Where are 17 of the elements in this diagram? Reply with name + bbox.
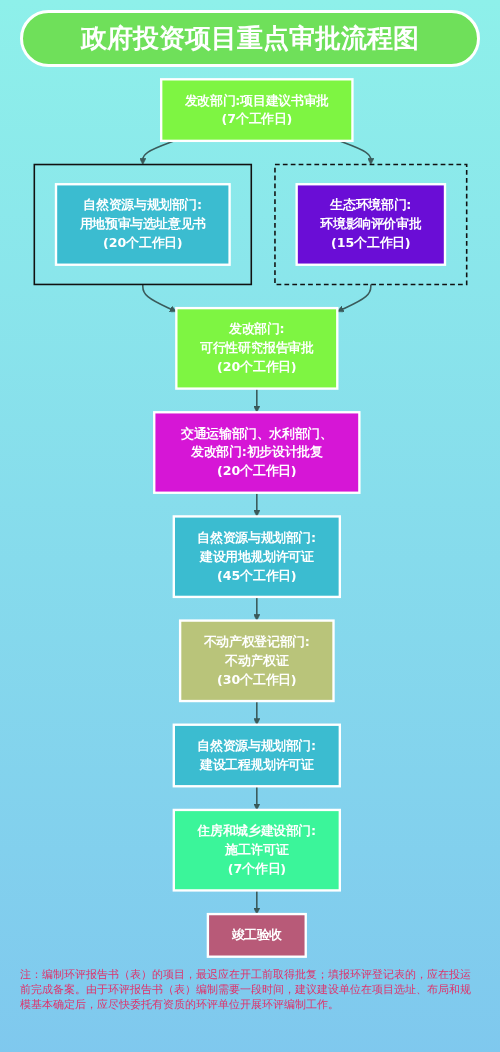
node-box: 住房和城乡建设部门: 施工许可证 (7个作日) [172, 808, 341, 892]
arrow [336, 283, 372, 313]
node-box: 不动产权登记部门: 不动产权证 (30个工作日) [178, 619, 335, 703]
title-banner: 政府投资项目重点审批流程图 [20, 10, 480, 67]
node-box: 生态环境部门: 环境影响评价审批 (15个工作日) [294, 183, 446, 266]
cluster [273, 163, 467, 286]
node-box: 发改部门:项目建议书审批 (7个工作日) [159, 78, 354, 143]
arrow [252, 596, 260, 621]
node-box: 发改部门: 可行性研究报告审批 (20个工作日) [174, 306, 338, 390]
node-box: 自然资源与规划部门: 用地预审与选址意见书 (20个工作日) [54, 183, 231, 266]
cluster [33, 163, 252, 286]
node-box: 自然资源与规划部门: 建设工程规划许可证 [172, 723, 341, 788]
node-box: 竣工验收 [206, 912, 307, 958]
arrow [141, 283, 177, 313]
node-box: 自然资源与规划部门: 建设用地规划许可证 (45个工作日) [172, 515, 341, 599]
node-box: 交通运输部门、水利部门、发改部门:初步设计批复 (20个工作日) [152, 411, 361, 494]
note-text: 注：编制环评报告书（表）的项目，最迟应在开工前取得批复；填报环评登记表的，应在投运前完成备案。由于环评报告书（表）编制需要一段时间，建议建设单位在项目选址、布局和规模基本确定后，应尽快委托有资质的环评单位开展环评编制工作。 [20, 967, 472, 1012]
